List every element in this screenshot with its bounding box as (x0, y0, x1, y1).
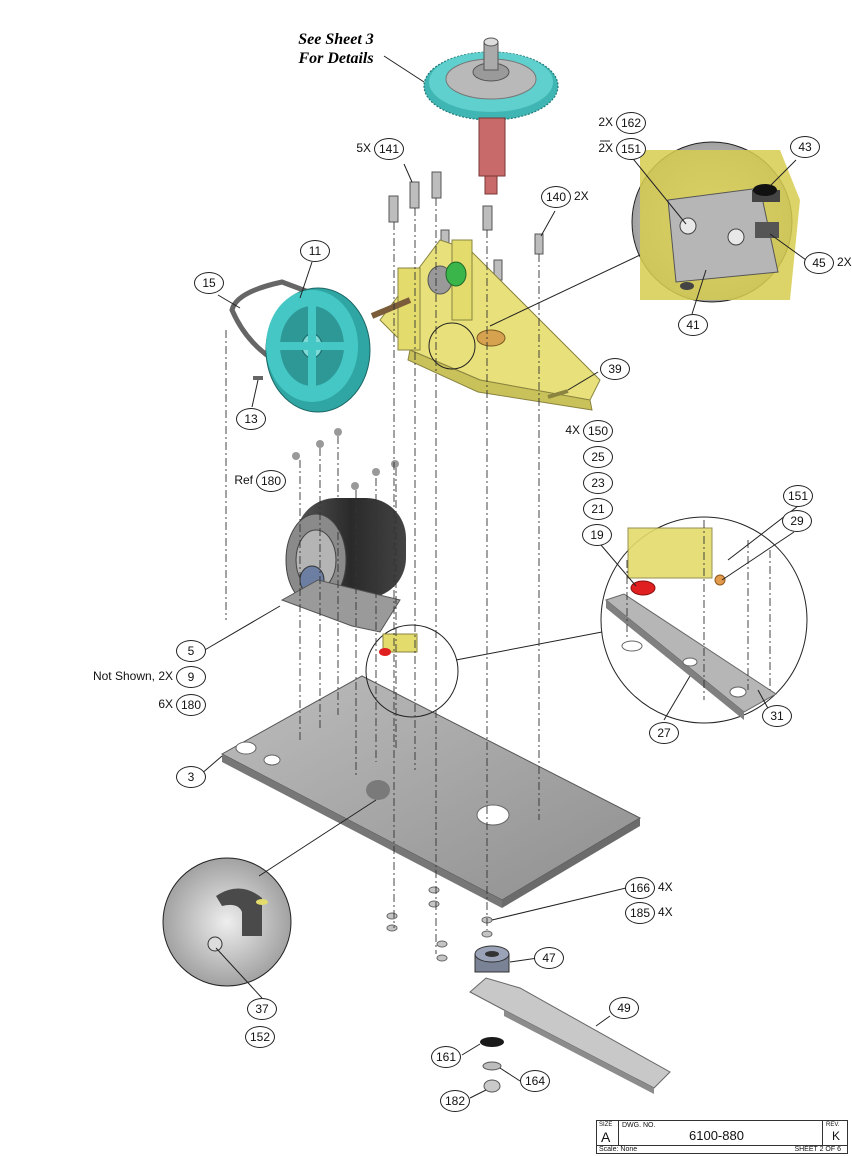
alignment-axes (225, 198, 771, 954)
balloon-164: 164 (520, 1070, 550, 1092)
note-line2: For Details (298, 50, 374, 67)
balloon-41: 41 (678, 314, 708, 336)
balloon-11: 11 (300, 240, 330, 262)
balloon-49: 49 (609, 997, 639, 1019)
size-label: SIZE (599, 1122, 613, 1128)
arm-49 (469, 977, 671, 1094)
balloon-162: 162 (616, 112, 646, 134)
balloon-45: 45 (804, 252, 834, 274)
motor-5 (280, 428, 406, 633)
dwg-cell: DWG. NO. 6100-880 (619, 1121, 823, 1145)
balloon-3: 3 (176, 766, 206, 788)
balloon-9: 9 (176, 666, 206, 688)
detail-view-37 (162, 857, 292, 987)
balloon-13: 13 (236, 408, 266, 430)
quantity-label: 4X (658, 880, 673, 894)
title-block-divider (597, 1145, 847, 1146)
quantity-label: 5X (356, 141, 371, 155)
size-cell: SIZE A (597, 1121, 619, 1145)
pulley-11 (265, 287, 371, 413)
nuts-washers (386, 886, 493, 962)
balloon-152: 152 (245, 1026, 275, 1048)
balloon-151: 151 (616, 138, 646, 160)
note-line1: See Sheet 3 (298, 31, 374, 48)
sheet-text: SHEET 2 OF 6 (794, 1146, 841, 1153)
balloon-180: 180 (256, 470, 286, 492)
size-value: A (601, 1129, 611, 1145)
balloon-37: 37 (247, 998, 277, 1020)
detail-view-41 (631, 141, 800, 303)
detail-view-27 (600, 516, 808, 724)
collar-47 (474, 945, 510, 973)
scale-text: Scale: None (599, 1146, 638, 1153)
balloon-180: 180 (176, 694, 206, 716)
dwg-number: 6100-880 (689, 1128, 744, 1143)
balloon-43: 43 (790, 136, 820, 158)
dwg-label: DWG. NO. (622, 1122, 656, 1129)
balloon-47: 47 (534, 947, 564, 969)
balloon-19: 19 (582, 524, 612, 546)
quantity-label: 4X (658, 905, 673, 919)
quantity-label: Not Shown, 2X (92, 669, 173, 683)
gearbox-housing (370, 239, 601, 411)
quantity-label: Ref (234, 473, 253, 487)
balloon-151: 151 (783, 485, 813, 507)
rev-value: K (832, 1129, 841, 1143)
balloon-150: 150 (583, 420, 613, 442)
rev-label: REV. (826, 1122, 840, 1128)
see-sheet-note: See Sheet 3 For Details (276, 30, 396, 68)
balloon-27: 27 (649, 722, 679, 744)
balloon-31: 31 (762, 705, 792, 727)
balloon-5: 5 (176, 640, 206, 662)
balloon-25: 25 (583, 446, 613, 468)
rev-cell: REV. K (823, 1121, 849, 1145)
balloon-15: 15 (194, 272, 224, 294)
balloon-39: 39 (600, 358, 630, 380)
balloon-166: 166 (625, 877, 655, 899)
balloon-21: 21 (583, 498, 613, 520)
drive-gear (423, 37, 559, 195)
quantity-label: 2X (837, 255, 852, 269)
balloon-140: 140 (541, 186, 571, 208)
base-plate-3 (220, 675, 642, 908)
quantity-label: 2X (598, 141, 613, 155)
leader-lines (199, 140, 807, 1099)
balloon-182: 182 (440, 1090, 470, 1112)
balloon-29: 29 (782, 510, 812, 532)
quantity-label: 6X (158, 697, 173, 711)
balloon-141: 141 (374, 138, 404, 160)
balloon-185: 185 (625, 902, 655, 924)
balloon-161: 161 (431, 1046, 461, 1068)
balloon-23: 23 (583, 472, 613, 494)
title-block: SIZE A DWG. NO. 6100-880 REV. K Scale: N… (596, 1120, 848, 1154)
quantity-label: 2X (598, 115, 613, 129)
quantity-label: 4X (565, 423, 580, 437)
quantity-label: 2X (574, 189, 589, 203)
